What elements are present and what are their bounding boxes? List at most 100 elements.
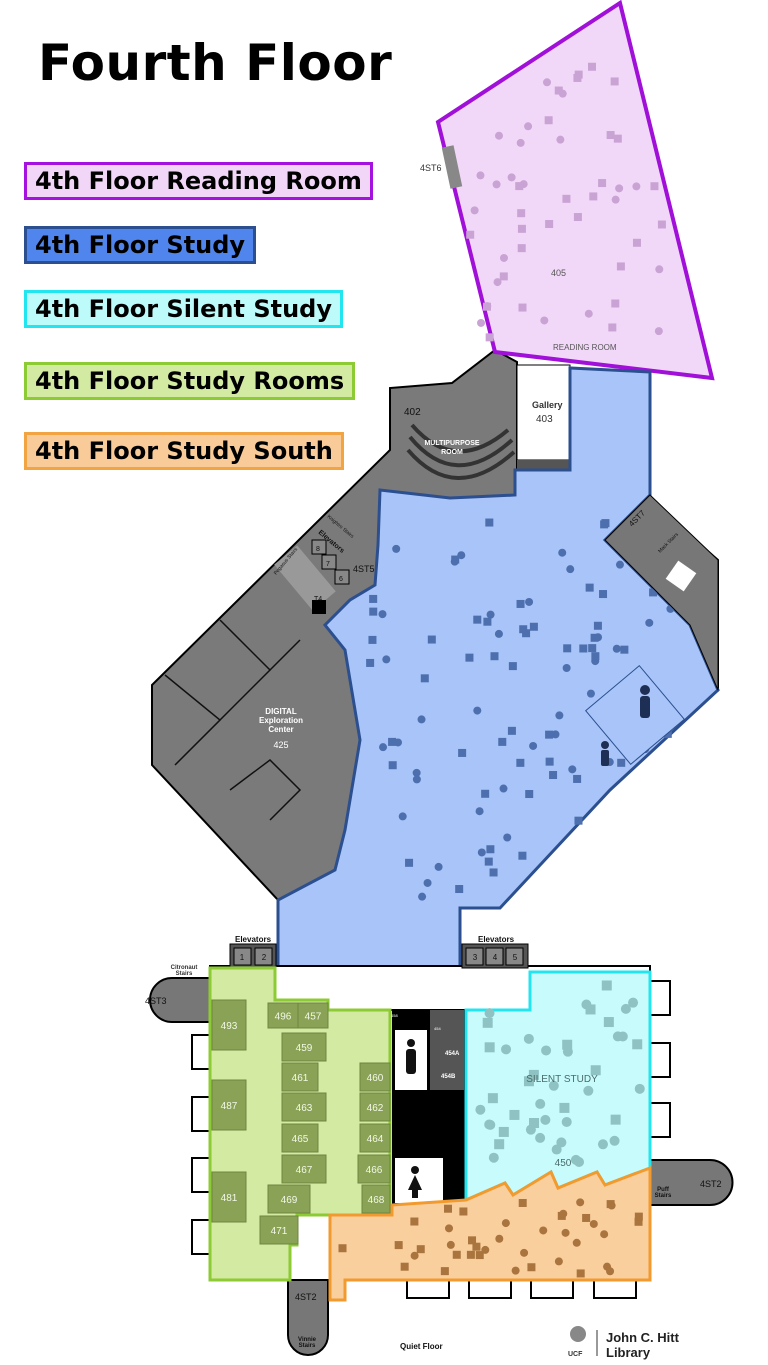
label-vinnie-stairs: Stairs bbox=[299, 1343, 316, 1349]
furniture-item bbox=[483, 617, 492, 626]
legend-reading-room: 4th Floor Reading Room bbox=[24, 162, 373, 200]
furniture-item bbox=[495, 1234, 504, 1243]
label-gallery: Gallery bbox=[532, 400, 563, 410]
furniture-item bbox=[559, 1102, 570, 1113]
furniture-item bbox=[585, 583, 594, 592]
furniture-item bbox=[388, 761, 397, 770]
label-454a: 454A bbox=[445, 1051, 460, 1057]
furniture-item bbox=[572, 1238, 581, 1247]
furniture-item bbox=[617, 758, 626, 767]
furniture-item bbox=[589, 1219, 598, 1228]
label-454b: 454B bbox=[441, 1074, 456, 1080]
furniture-item bbox=[606, 1267, 615, 1276]
study-room-471 bbox=[259, 1215, 299, 1245]
furniture-item bbox=[601, 519, 610, 528]
label-458: 458 bbox=[391, 1013, 398, 1018]
furniture-item bbox=[507, 726, 516, 735]
womens-restroom bbox=[395, 1158, 443, 1203]
furniture-item bbox=[558, 89, 567, 98]
study-room-label: 462 bbox=[367, 1103, 384, 1114]
person-icon-north bbox=[601, 685, 650, 766]
study-room-465 bbox=[281, 1123, 319, 1153]
furniture-item bbox=[472, 1242, 481, 1251]
label-digital: DIGITAL bbox=[265, 707, 297, 716]
pegasus-logo-icon bbox=[570, 1326, 586, 1342]
furniture-item bbox=[555, 711, 564, 720]
label-exploration: Exploration bbox=[259, 716, 303, 725]
furniture-item bbox=[590, 1065, 601, 1076]
label-quiet-floor: Quiet Floor bbox=[400, 1342, 443, 1351]
furniture-item bbox=[440, 1267, 449, 1276]
furniture-item bbox=[450, 557, 459, 566]
study-room-459 bbox=[281, 1032, 327, 1062]
logo-line2: Library bbox=[606, 1345, 651, 1360]
study-room-457 bbox=[297, 1002, 329, 1029]
label-elev-4: 4 bbox=[493, 953, 498, 962]
furniture-item bbox=[400, 1262, 409, 1271]
furniture-item bbox=[568, 765, 577, 774]
furniture-item bbox=[516, 758, 525, 767]
furniture-item bbox=[473, 706, 482, 715]
window-bay bbox=[191, 1096, 211, 1132]
reading-room-zone[interactable] bbox=[435, 0, 715, 381]
study-room-label: 481 bbox=[221, 1193, 238, 1204]
furniture-item bbox=[382, 655, 391, 664]
elevator-3 bbox=[465, 947, 484, 966]
furniture-item bbox=[610, 77, 619, 86]
furniture-item bbox=[423, 878, 432, 887]
study-room-label: 460 bbox=[367, 1073, 384, 1084]
furniture-item bbox=[597, 1139, 608, 1150]
elevator-5 bbox=[505, 947, 524, 966]
page-title: Fourth Floor bbox=[38, 34, 393, 92]
label-405: 405 bbox=[551, 268, 566, 278]
label-4st2-east: 4ST2 bbox=[700, 1179, 722, 1189]
furniture-item bbox=[410, 1251, 419, 1260]
furniture-item bbox=[494, 1139, 505, 1150]
study-room-464 bbox=[359, 1123, 391, 1153]
furniture-item bbox=[509, 1109, 520, 1120]
label-elevators-east: Elevators bbox=[478, 935, 515, 944]
furniture-item bbox=[482, 302, 491, 311]
furniture-item bbox=[632, 182, 641, 191]
furniture-item bbox=[620, 645, 629, 654]
furniture-item bbox=[615, 184, 624, 193]
furniture-item bbox=[515, 182, 524, 191]
furniture-item bbox=[457, 551, 466, 560]
furniture-item bbox=[606, 1200, 615, 1209]
furniture-item bbox=[539, 1226, 548, 1235]
furniture-item bbox=[634, 1212, 643, 1221]
furniture-item bbox=[573, 213, 582, 222]
furniture-item bbox=[548, 1080, 559, 1091]
furniture-item bbox=[518, 303, 527, 312]
furniture-item bbox=[545, 220, 554, 229]
label-multipurpose: MULTIPURPOSE bbox=[424, 440, 479, 447]
study-room-label: 469 bbox=[281, 1195, 298, 1206]
study-room-463 bbox=[281, 1092, 327, 1122]
furniture-item bbox=[540, 1114, 551, 1125]
furniture-item bbox=[394, 1241, 403, 1250]
furniture-item bbox=[645, 618, 654, 627]
furniture-item bbox=[529, 741, 538, 750]
furniture-item bbox=[405, 858, 414, 867]
furniture-item bbox=[518, 1198, 527, 1207]
study-zone[interactable] bbox=[276, 366, 720, 970]
window-bay bbox=[406, 1279, 450, 1299]
furniture-item bbox=[562, 194, 571, 203]
furniture-item bbox=[588, 644, 597, 653]
furniture-item bbox=[576, 1269, 585, 1278]
furniture-item bbox=[468, 1236, 477, 1245]
furniture-item bbox=[600, 1230, 609, 1239]
pegasus-stairs-block bbox=[274, 545, 336, 611]
furniture-item bbox=[392, 544, 401, 553]
furniture-item bbox=[586, 689, 595, 698]
study-room-481 bbox=[211, 1171, 247, 1223]
furniture-item bbox=[410, 1217, 419, 1226]
label-403: 403 bbox=[536, 414, 553, 425]
window-bay bbox=[191, 1157, 211, 1193]
furniture-item bbox=[535, 1132, 546, 1143]
legend-silent-study: 4th Floor Silent Study bbox=[24, 290, 343, 328]
furniture-item bbox=[654, 327, 663, 336]
furniture-item bbox=[393, 738, 402, 747]
study-south-zone[interactable] bbox=[328, 1165, 652, 1302]
furniture-item bbox=[590, 633, 599, 642]
